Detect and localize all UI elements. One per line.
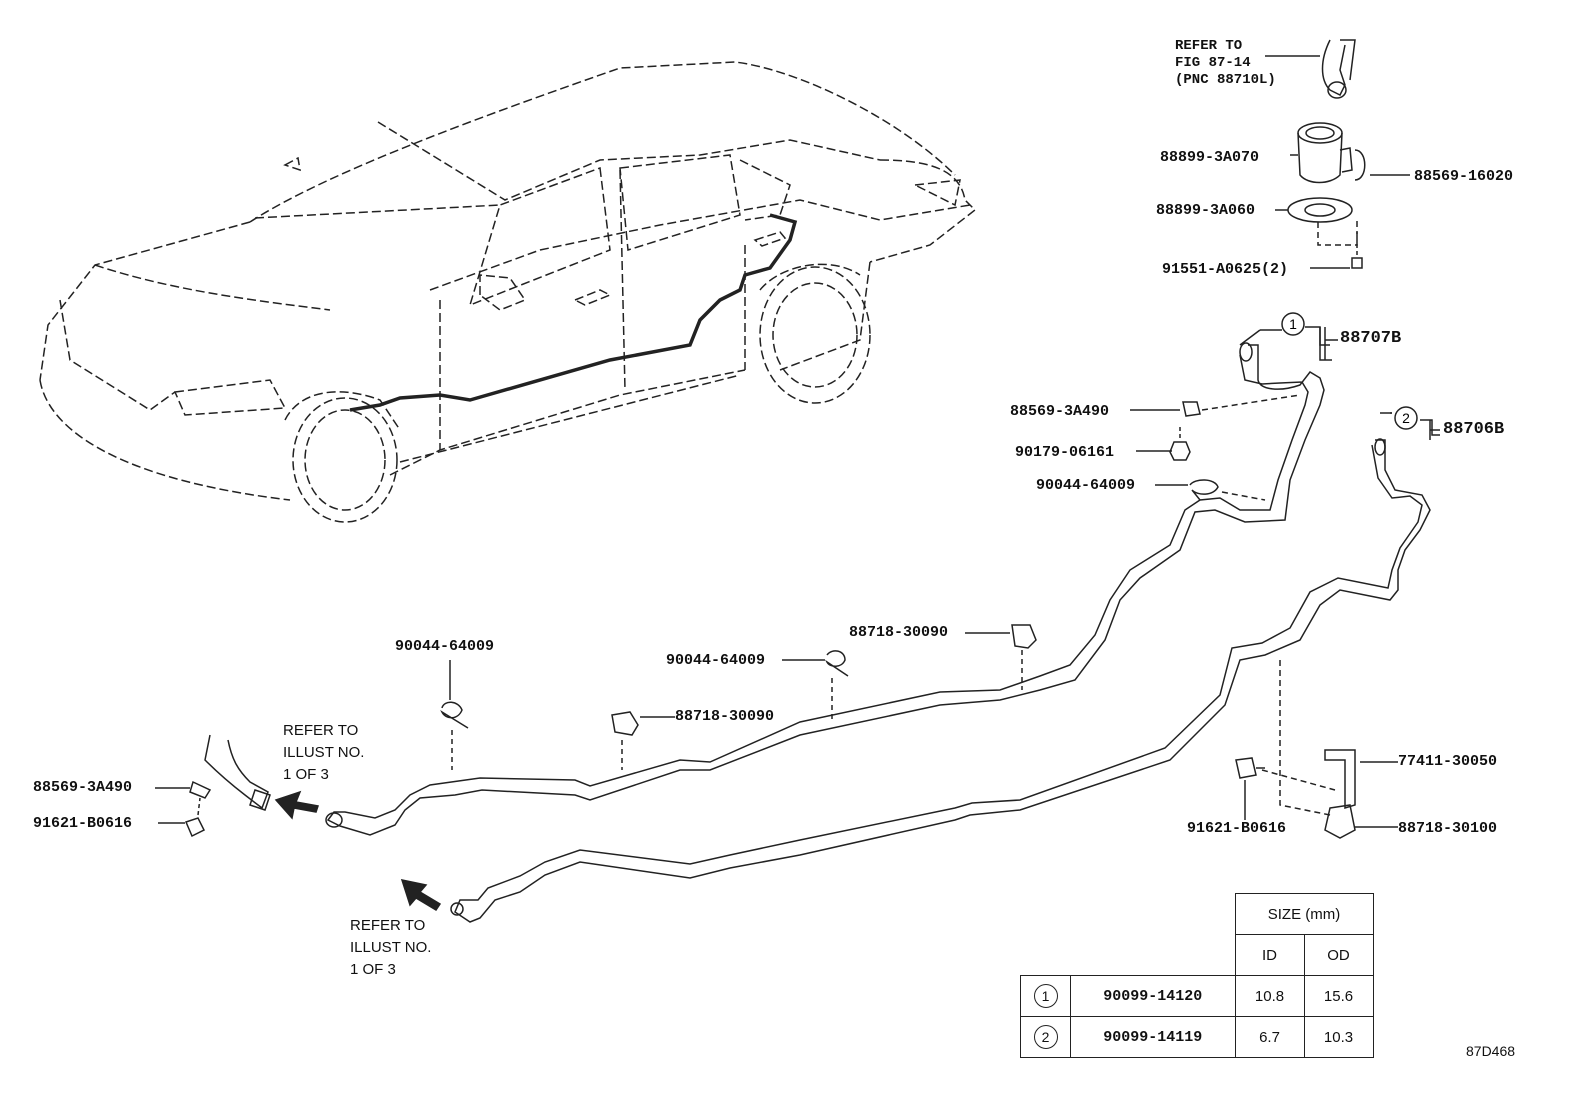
screw-a0625 — [1310, 232, 1363, 269]
hose-connector-left — [155, 734, 271, 838]
part-91551-a0625: 91551-A0625(2) — [1162, 261, 1289, 278]
part-88707b: 88707B — [1340, 329, 1402, 348]
clamp-90044-right — [1155, 479, 1266, 501]
refer-fig-line2: FIG 87-14 — [1175, 55, 1251, 71]
part-88899-3a070: 88899-3A070 — [1160, 149, 1260, 166]
refer-arrow-lower — [400, 879, 442, 912]
row-od: 15.6 — [1303, 975, 1374, 1017]
refer-illust-note-lower: REFER TO ILLUST NO. 1 OF 3 — [350, 915, 431, 981]
row-id: 10.8 — [1234, 975, 1305, 1017]
callout-2: 2 — [1394, 406, 1418, 430]
clip-88718-mid — [611, 711, 675, 770]
note-lower-line2: ILLUST NO. — [350, 939, 432, 956]
vehicle-pipe-route — [349, 213, 798, 412]
part-88569-16020: 88569-16020 — [1414, 168, 1514, 185]
row-od: 10.3 — [1303, 1016, 1374, 1058]
refer-fig-line1: REFER TO — [1175, 38, 1243, 54]
breather-pipe-assembly — [1265, 39, 1356, 99]
col-od-header: OD — [1303, 934, 1374, 976]
refer-fig-note: REFER TO FIG 87-14 (PNC 88710L) — [1175, 38, 1276, 89]
refer-arrow-upper — [274, 790, 319, 820]
figure-id: 87D468 — [1466, 1043, 1516, 1059]
refer-fig-line3: (PNC 88710L) — [1175, 72, 1276, 88]
bolt-91621-right — [1235, 757, 1265, 820]
part-88718-30100: 88718-30100 — [1398, 820, 1498, 837]
note-upper-line1: REFER TO — [283, 722, 359, 739]
part-77411-30050: 77411-30050 — [1398, 753, 1498, 770]
row-part: 90099-14120 — [1070, 975, 1236, 1017]
callout-1: 1 — [1281, 312, 1305, 336]
fuel-pipe-88706b — [450, 412, 1440, 923]
note-upper-line3: 1 OF 3 — [283, 766, 329, 783]
bracket-77411 — [1324, 749, 1398, 810]
vehicle-outline — [39, 61, 977, 523]
part-88706b: 88706B — [1443, 420, 1505, 439]
filler-pipe-cap — [1290, 122, 1410, 184]
part-90044-64009-left: 90044-64009 — [395, 638, 495, 655]
note-lower-line1: REFER TO — [350, 917, 426, 934]
table-row: 2 90099-14119 6.7 10.3 — [1020, 1016, 1374, 1058]
clip-88718-30100 — [1261, 660, 1398, 839]
row-part: 90099-14119 — [1070, 1016, 1236, 1058]
part-88899-3a060: 88899-3A060 — [1156, 202, 1256, 219]
part-88718-30090-top: 88718-30090 — [849, 624, 949, 641]
part-88569-3a490-top: 88569-3A490 — [1010, 403, 1110, 420]
part-90044-64009-right: 90044-64009 — [1036, 477, 1136, 494]
part-91621-b0616-right: 91621-B0616 — [1187, 820, 1287, 837]
row-mark: 2 — [1033, 1025, 1058, 1049]
svg-text:2: 2 — [1402, 410, 1410, 426]
clamp-90044-left — [440, 660, 469, 770]
table-row: 1 90099-14120 10.8 15.6 — [1020, 975, 1374, 1017]
clip-88569-top — [1130, 394, 1301, 417]
part-88569-3a490-left: 88569-3A490 — [33, 779, 133, 796]
clamp-90044-mid — [782, 650, 849, 720]
hose-size-table: SIZE (mm) ID OD 1 90099-14120 10.8 15.6 … — [1020, 893, 1374, 1058]
part-90044-64009-mid: 90044-64009 — [666, 652, 766, 669]
col-id-header: ID — [1234, 934, 1305, 976]
part-90179-06161: 90179-06161 — [1015, 444, 1115, 461]
refer-illust-note-upper: REFER TO ILLUST NO. 1 OF 3 — [283, 720, 364, 786]
nut-90179 — [1136, 425, 1191, 461]
note-upper-line2: ILLUST NO. — [283, 744, 365, 761]
part-91621-b0616-left: 91621-B0616 — [33, 815, 133, 832]
svg-text:1: 1 — [1289, 316, 1297, 332]
note-lower-line3: 1 OF 3 — [350, 961, 396, 978]
part-88718-30090-mid: 88718-30090 — [675, 708, 775, 725]
row-mark: 1 — [1033, 984, 1058, 1008]
fuel-pipe-88707b — [325, 326, 1332, 836]
size-header: SIZE (mm) — [1234, 893, 1374, 935]
filler-ring — [1275, 197, 1358, 246]
clip-88718-top — [965, 624, 1037, 690]
row-id: 6.7 — [1234, 1016, 1305, 1058]
